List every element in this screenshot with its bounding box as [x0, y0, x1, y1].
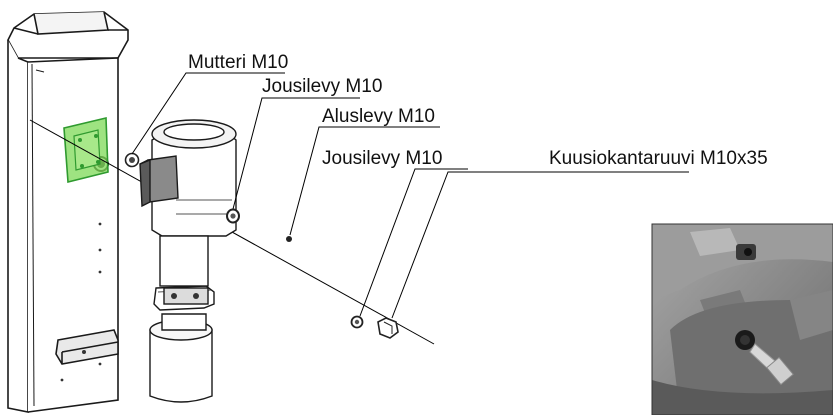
label-kuusiokantaruuvi-m10x35: Kuusiokantaruuvi M10x35 — [549, 148, 768, 169]
leader-lines — [131, 72, 689, 319]
spring-washer-m10-a — [226, 208, 240, 224]
label-jousilevy-m10-2: Jousilevy M10 — [322, 148, 443, 169]
leader-jousilevy-2 — [359, 168, 468, 317]
leader-aluslevy — [289, 126, 440, 236]
photo-inset — [651, 223, 833, 415]
column-body — [7, 40, 29, 413]
leader-kuusiokantaruuvi — [391, 171, 689, 319]
hex-bolt-m10x35 — [377, 317, 399, 339]
column — [7, 11, 129, 413]
nut-m10 — [124, 152, 140, 168]
label-aluslevy-m10: Aluslevy M10 — [322, 106, 435, 127]
motor-pump-unit — [139, 119, 237, 403]
label-mutteri-m10: Mutteri M10 — [188, 52, 289, 73]
mounting-bracket-highlight — [63, 116, 109, 184]
spring-washer-m10-b — [350, 315, 364, 329]
leader-mutteri — [131, 72, 285, 155]
label-jousilevy-m10-1: Jousilevy M10 — [262, 76, 383, 97]
leader-jousilevy-1 — [232, 97, 360, 210]
washer-m10 — [286, 236, 292, 242]
